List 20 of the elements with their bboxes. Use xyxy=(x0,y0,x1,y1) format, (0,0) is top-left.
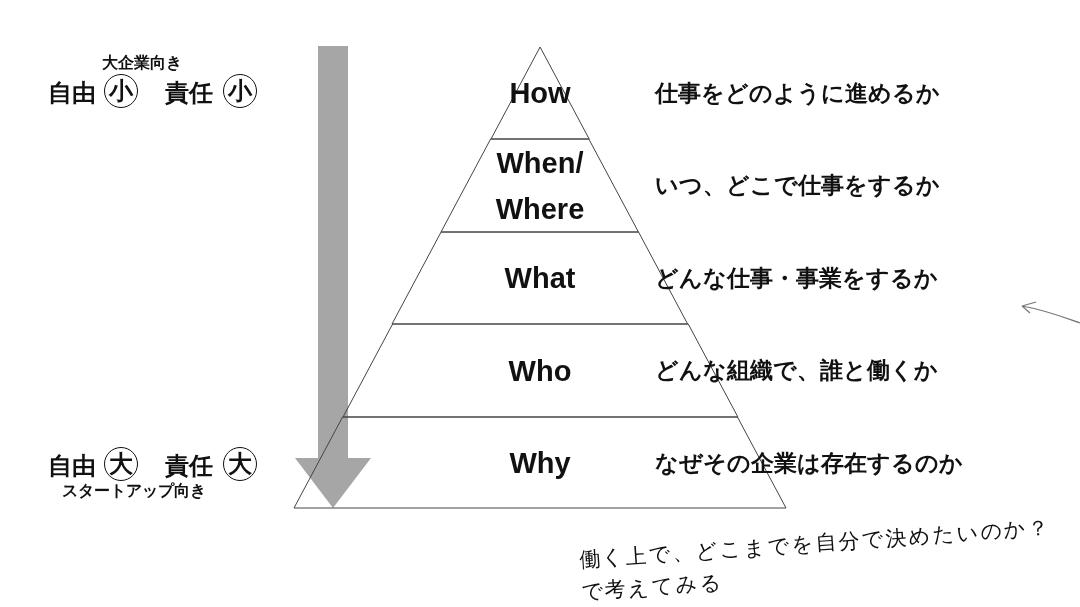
layer-label: How xyxy=(508,75,572,111)
layer-label: Who xyxy=(507,353,573,389)
layer-description: 仕事をどのように進めるか xyxy=(655,79,940,108)
pyramid-top-layer xyxy=(490,47,590,139)
layer-description: いつ、どこで仕事をするか xyxy=(655,171,940,200)
attribute-text: 責任 xyxy=(165,451,213,481)
attribute-text: 自由 xyxy=(48,78,96,108)
layer-description: どんな仕事・事業をするか xyxy=(655,264,938,293)
attribute-text: 責任 xyxy=(165,78,213,108)
handwritten-note: で考えてみる xyxy=(580,570,725,605)
layer-description: なぜその企業は存在するのか xyxy=(655,449,963,478)
layer-label: Why xyxy=(508,445,572,481)
handwritten-note: 働く上で、どこまでを自分で決めたいのか？ xyxy=(578,514,1052,573)
attribute-text: 自由 xyxy=(48,451,96,481)
layer-label: When/ Where xyxy=(494,145,586,227)
pyramid-layer xyxy=(441,139,639,232)
caption-text: 大企業向き xyxy=(102,53,182,73)
caption-text: スタートアップ向き xyxy=(62,481,206,501)
layer-label: What xyxy=(503,260,577,296)
layer-description: どんな組織で、誰と働くか xyxy=(655,356,938,385)
